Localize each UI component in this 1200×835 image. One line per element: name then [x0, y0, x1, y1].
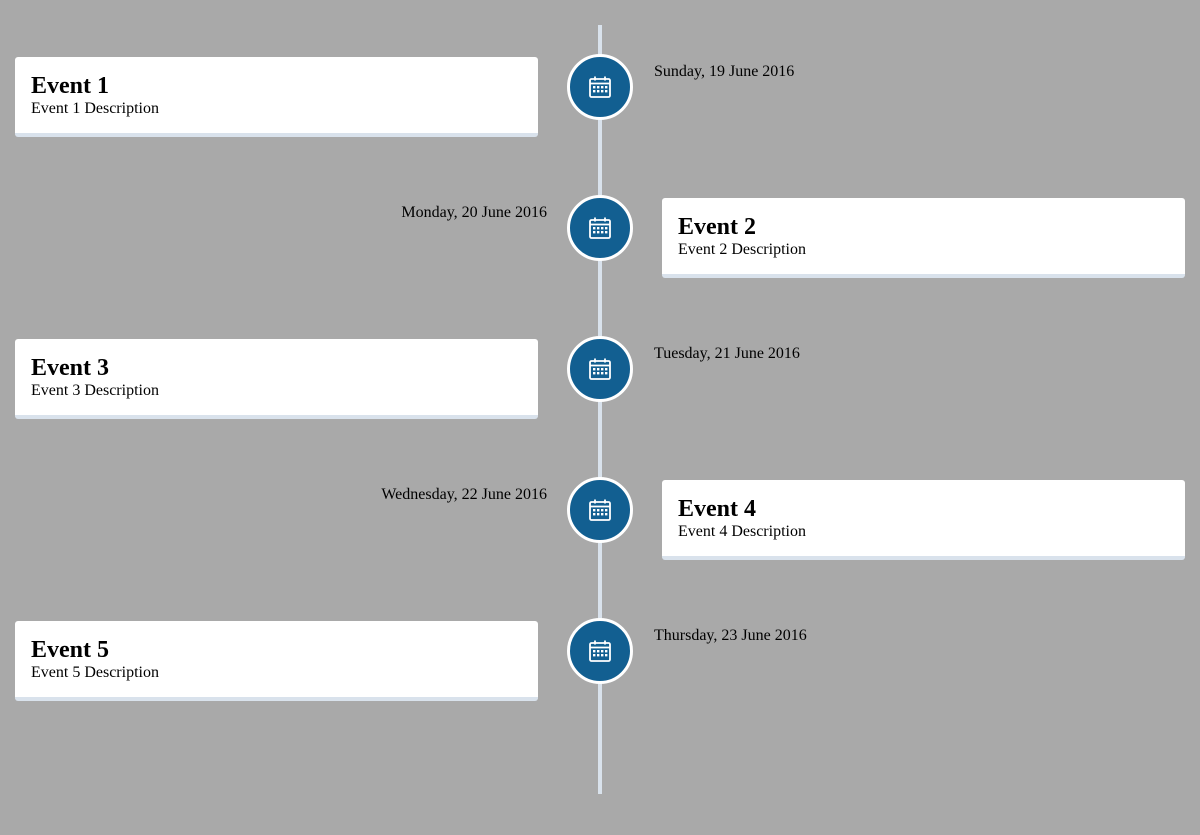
- event-date: Thursday, 23 June 2016: [654, 627, 807, 644]
- timeline-event-3: Event 3 Event 3 Description Tuesday, 21 …: [0, 336, 1200, 419]
- timeline-event-5: Event 5 Event 5 Description Thursday, 23…: [0, 618, 1200, 701]
- event-title: Event 1: [31, 73, 109, 99]
- event-card: Event 3 Event 3 Description: [15, 339, 538, 419]
- timeline-event-4: Event 4 Event 4 Description Wednesday, 2…: [0, 477, 1200, 560]
- calendar-icon: [567, 477, 633, 543]
- event-title: Event 5: [31, 637, 109, 663]
- event-date: Sunday, 19 June 2016: [654, 63, 795, 80]
- event-card: Event 1 Event 1 Description: [15, 57, 538, 137]
- calendar-icon: [567, 336, 633, 402]
- timeline-event-2: Event 2 Event 2 Description Monday, 20 J…: [0, 195, 1200, 278]
- event-card: Event 2 Event 2 Description: [662, 198, 1185, 278]
- event-card: Event 4 Event 4 Description: [662, 480, 1185, 560]
- event-description: Event 3 Description: [31, 382, 159, 399]
- event-description: Event 1 Description: [31, 100, 159, 117]
- event-title: Event 3: [31, 355, 109, 381]
- calendar-icon: [567, 54, 633, 120]
- timeline-line: [598, 25, 602, 794]
- timeline-event-1: Event 1 Event 1 Description Sunday, 19 J…: [0, 54, 1200, 137]
- event-date: Wednesday, 22 June 2016: [381, 486, 547, 503]
- event-description: Event 5 Description: [31, 664, 159, 681]
- event-date: Tuesday, 21 June 2016: [654, 345, 800, 362]
- calendar-icon: [567, 195, 633, 261]
- event-description: Event 4 Description: [678, 523, 806, 540]
- event-description: Event 2 Description: [678, 241, 806, 258]
- event-title: Event 4: [678, 496, 756, 522]
- calendar-icon: [567, 618, 633, 684]
- event-title: Event 2: [678, 214, 756, 240]
- event-card: Event 5 Event 5 Description: [15, 621, 538, 701]
- event-date: Monday, 20 June 2016: [401, 204, 547, 221]
